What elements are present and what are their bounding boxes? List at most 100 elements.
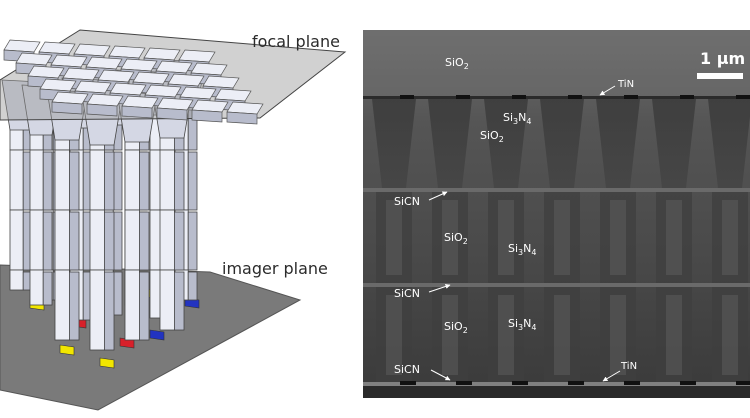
pillar-face-side [187, 211, 198, 271]
tin-pads [400, 95, 750, 385]
pillar-face-side [69, 151, 80, 211]
imager-plane-label: imager plane [222, 259, 328, 278]
sem-columns [372, 99, 750, 382]
sem-taper-upper [540, 99, 584, 188]
label-si3n4-mid1: Si3N4 [508, 242, 536, 257]
scale-bar [697, 73, 743, 79]
pillar-face-side [69, 271, 80, 341]
tin-pad-top [624, 95, 638, 99]
label-tin-bottom: TiN [620, 361, 637, 372]
tin-pad-bottom [456, 381, 472, 385]
tin-pad-bottom [568, 381, 584, 385]
focal-plane-label: focal plane [252, 32, 340, 51]
tin-pad-bottom [512, 381, 528, 385]
label-sicn-3: SiCN [394, 363, 420, 376]
focal-tile-side [156, 107, 188, 121]
pillar [81, 94, 123, 351]
sem-taper-upper [484, 99, 528, 188]
pillar [46, 89, 88, 341]
pillar-face-side [138, 271, 150, 341]
pillar-face-front [89, 209, 105, 271]
sem-taper-upper [596, 99, 640, 188]
pillar [21, 84, 61, 306]
sem-taper-upper [708, 99, 750, 188]
focal-tile-side [86, 103, 118, 117]
pillar-face-front [9, 209, 24, 271]
tin-pad-bottom [400, 381, 416, 385]
label-si3n4-mid2: Si3N4 [508, 317, 536, 332]
label-si3n4-top: Si3N4 [503, 111, 531, 126]
label-sio2-mid2: SiO2 [444, 320, 468, 335]
sem-core-middle [722, 200, 738, 275]
focal-tile-side [51, 101, 83, 115]
focal-plane-tiles [3, 39, 264, 125]
pillar-face-front [54, 149, 70, 211]
pillar-face-side [138, 211, 150, 271]
pillar-face-front [29, 269, 44, 306]
sem-core-lower [666, 295, 682, 375]
sem-taper-upper [428, 99, 472, 188]
detector-pad [59, 344, 75, 356]
label-sicn-1: SiCN [394, 195, 420, 208]
pillar-face-side [173, 151, 185, 211]
tin-pad-top [680, 95, 694, 99]
pillar-face-side [112, 211, 123, 271]
pillar-face-side [69, 211, 80, 271]
sem-core-lower [498, 295, 514, 375]
tin-pad-top [512, 95, 526, 99]
label-sio2-top2: SiO2 [480, 129, 504, 144]
sem-core-middle [386, 200, 402, 275]
label-sio2-mid1: SiO2 [444, 231, 468, 246]
tin-pad-top [568, 95, 582, 99]
pillar-face-side [187, 271, 198, 301]
pillar-face-front [124, 269, 140, 341]
pillar-face-side [42, 271, 53, 306]
pillar-face-side [112, 151, 123, 211]
pillar-face-side [42, 151, 53, 211]
pillar-face-front [124, 149, 140, 211]
sem-core-lower [610, 295, 626, 375]
layer-line-2 [363, 188, 750, 192]
pillar-face-side [104, 211, 115, 271]
tin-pad-top [400, 95, 414, 99]
pillar-face-front [159, 269, 175, 331]
sem-core-lower [722, 295, 738, 375]
layer-line-3 [363, 283, 750, 287]
layer-line-4 [363, 382, 750, 386]
tin-pad-bottom [624, 381, 640, 385]
focal-tile-side [121, 105, 153, 119]
pillar-face-side [173, 211, 185, 271]
sem-taper-upper [652, 99, 696, 188]
tin-pad-bottom [736, 381, 750, 385]
sem-core-lower [386, 295, 402, 375]
pillar-face-side [173, 271, 185, 331]
label-sicn-2: SiCN [394, 287, 420, 300]
pillar-face-front [89, 269, 105, 351]
focal-tile-side [226, 111, 258, 125]
pillar-face-front [159, 209, 175, 271]
pillar-face-front [9, 149, 24, 211]
pillar-face-front [29, 209, 44, 271]
sem-core-middle [610, 200, 626, 275]
tin-pad-bottom [680, 381, 696, 385]
pillar-face-front [159, 149, 175, 211]
pillar-face-front [9, 269, 24, 291]
sem-core-middle [554, 200, 570, 275]
detector-pad [149, 329, 165, 341]
layer-line-1 [363, 96, 750, 99]
tin-pad-top [736, 95, 750, 99]
sem-core-middle [442, 200, 458, 275]
panel-a-illustration: focal plane imager plane [0, 29, 347, 411]
detector-pad [99, 357, 115, 369]
pillar-face-side [104, 151, 115, 211]
sem-core-lower [554, 295, 570, 375]
substrate [363, 386, 750, 398]
pillar-face-front [124, 209, 140, 271]
pillar-face-front [54, 269, 70, 341]
tin-pad-top [456, 95, 470, 99]
label-sio2-top: SiO2 [445, 56, 469, 71]
pillar-face-front [89, 149, 105, 211]
sem-taper-upper [372, 99, 416, 188]
pillar-face-side [112, 271, 123, 316]
